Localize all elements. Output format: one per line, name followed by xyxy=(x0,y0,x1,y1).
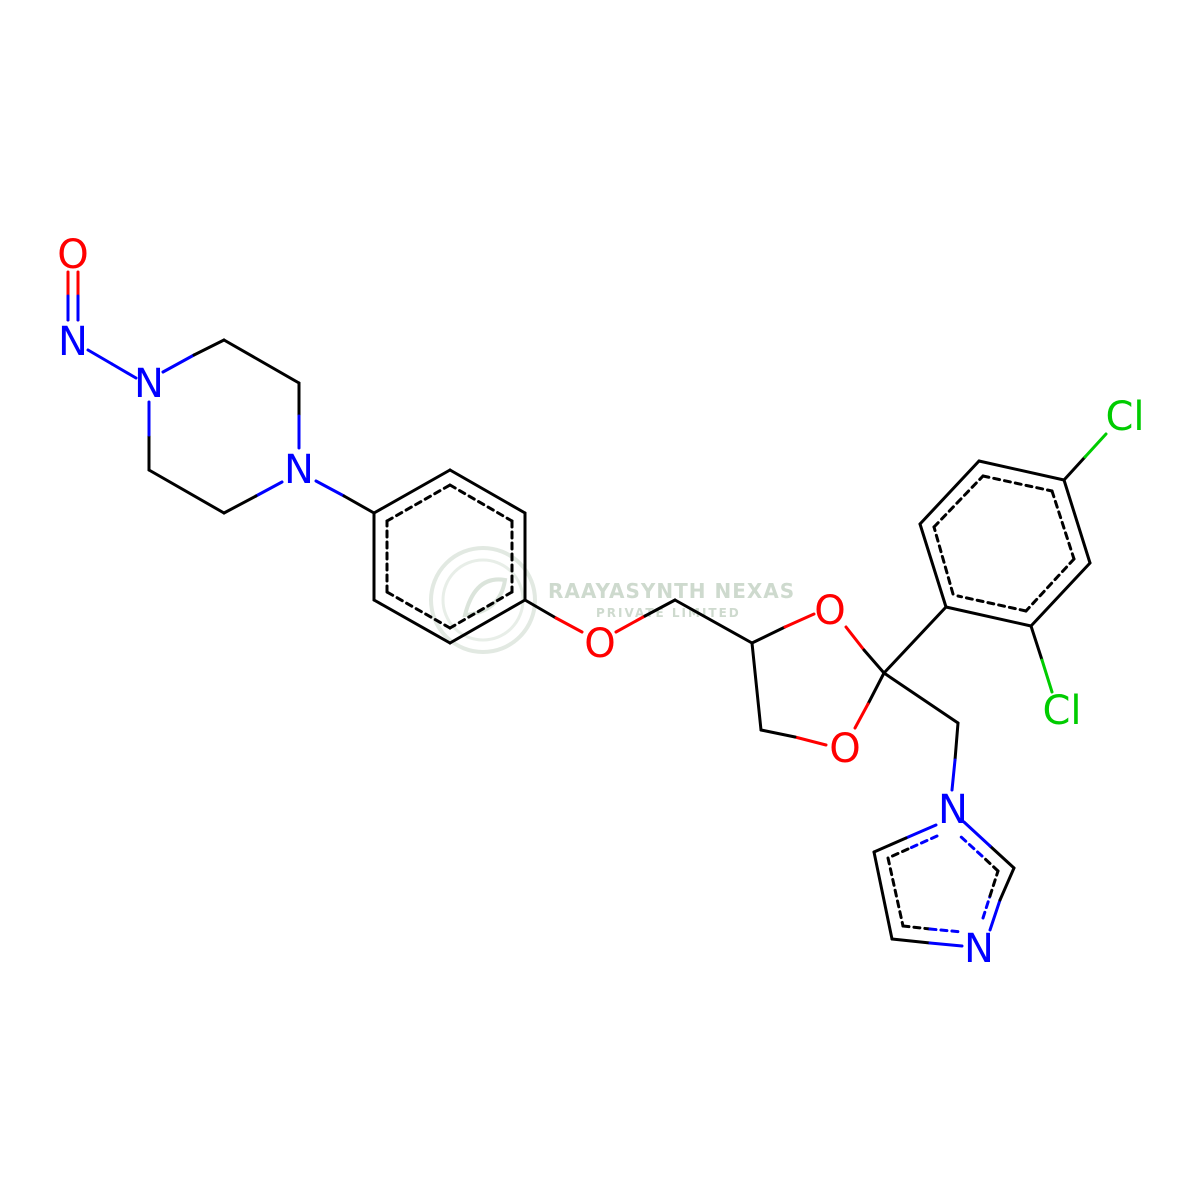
atom-o-nitroso: O xyxy=(57,232,88,278)
bond-dioxolane-ring xyxy=(750,625,787,645)
watermark-subtitle: PRIVATE LIMITED xyxy=(596,606,741,620)
atom-n-imidazole-3: N xyxy=(964,926,994,972)
bond-aryl-o xyxy=(523,598,558,620)
bond-n-aryl xyxy=(314,479,346,498)
atom-cl-ortho: Cl xyxy=(1042,688,1081,734)
atom-o-dioxolane-bottom: O xyxy=(829,726,860,772)
bonds xyxy=(66,270,1108,948)
watermark-title: RAAYASYNTH NEXAS xyxy=(548,579,795,603)
bond-n-n xyxy=(86,348,114,366)
bond-imidazole-ring xyxy=(904,823,938,840)
bond-dichlorophenyl-ring xyxy=(918,522,948,609)
atom-n-imidazole-1: N xyxy=(938,787,968,833)
atom-o-dioxolane-top: O xyxy=(814,588,845,634)
bond-piperazine xyxy=(161,353,196,374)
bond-c-cl-para xyxy=(1062,455,1087,482)
bond-ketal-ch2 xyxy=(882,671,960,725)
atom-n-nitroso: N xyxy=(58,319,88,365)
atom-cl-para: Cl xyxy=(1105,394,1144,440)
atom-o-ether: O xyxy=(584,621,615,667)
bond-phenyl-ring xyxy=(372,468,452,515)
atom-n-piperazine-1: N xyxy=(134,361,164,407)
atom-n-piperazine-4: N xyxy=(284,447,314,493)
watermark: RAAYASYNTH NEXAS PRIVATE LIMITED xyxy=(429,546,795,654)
atom-labels: O N N N O O O Cl Cl N N xyxy=(57,232,1144,972)
watermark-logo-icon xyxy=(429,546,537,654)
bond-c-cl-ortho xyxy=(1029,624,1044,662)
bond-ketal-aryl xyxy=(882,605,948,675)
